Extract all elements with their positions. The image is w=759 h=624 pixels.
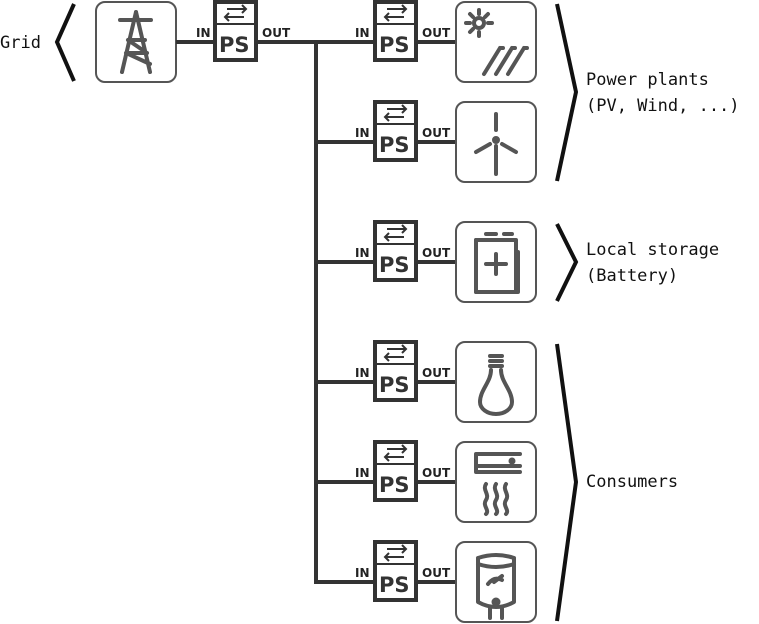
in-label: IN — [355, 366, 370, 380]
ps-converter: PS — [373, 0, 418, 62]
heater-box — [455, 441, 537, 523]
ps-label: PS — [379, 573, 410, 597]
light-box — [455, 341, 537, 423]
branch-light: IN PS OUT — [316, 340, 537, 423]
power-plants-label: Power plants — [586, 70, 709, 90]
out-label: OUT — [422, 246, 451, 260]
local-storage-bracket — [555, 223, 579, 302]
light-bulb-icon — [478, 354, 514, 416]
battery-icon — [474, 232, 520, 294]
branch-heater: IN PS OUT — [316, 440, 537, 523]
ps-label: PS — [379, 253, 410, 277]
grid-tower-box — [95, 1, 177, 83]
ps-label: PS — [219, 33, 250, 57]
out-label: OUT — [422, 466, 451, 480]
ps-label: PS — [379, 373, 410, 397]
heater-icon — [474, 452, 522, 516]
grid-bracket — [54, 3, 76, 82]
in-label: IN — [355, 246, 370, 260]
branch-battery: IN PS OUT — [316, 220, 537, 303]
out-label: OUT — [422, 26, 451, 40]
solar-panel-icon — [464, 8, 529, 76]
branch-wind: IN PS OUT — [316, 100, 537, 183]
boiler-box — [455, 541, 537, 623]
ps-label: PS — [379, 33, 410, 57]
wind-box — [455, 101, 537, 183]
in-label: IN — [196, 26, 211, 40]
main-ps-converter: PS — [213, 0, 258, 62]
out-label: OUT — [262, 26, 291, 40]
pv-box — [455, 1, 537, 83]
battery-box — [455, 221, 537, 303]
local-storage-sublabel: (Battery) — [586, 266, 678, 286]
in-label: IN — [355, 126, 370, 140]
ps-label: PS — [379, 133, 410, 157]
grid-label: Grid — [0, 33, 41, 53]
in-label: IN — [355, 26, 370, 40]
ps-label: PS — [379, 473, 410, 497]
wind-turbine-icon — [474, 112, 518, 176]
branch-boiler: IN PS OUT — [316, 540, 537, 623]
ps-converter: PS — [373, 440, 418, 502]
branch-pv: IN PS OUT — [316, 0, 537, 83]
power-plants-sublabel: (PV, Wind, ...) — [586, 96, 740, 116]
water-heater-icon — [476, 553, 516, 620]
out-label: OUT — [422, 366, 451, 380]
consumers-bracket — [555, 343, 579, 622]
in-label: IN — [355, 566, 370, 580]
ps-converter: PS — [373, 540, 418, 602]
consumers-label: Consumers — [586, 472, 678, 492]
ps-converter: PS — [373, 220, 418, 282]
transmission-tower-icon — [118, 10, 153, 74]
out-label: OUT — [422, 566, 451, 580]
ps-converter: PS — [373, 340, 418, 402]
local-storage-label: Local storage — [586, 240, 719, 260]
in-label: IN — [355, 466, 370, 480]
power-plants-bracket — [555, 3, 579, 182]
out-label: OUT — [422, 126, 451, 140]
ps-converter: PS — [373, 100, 418, 162]
